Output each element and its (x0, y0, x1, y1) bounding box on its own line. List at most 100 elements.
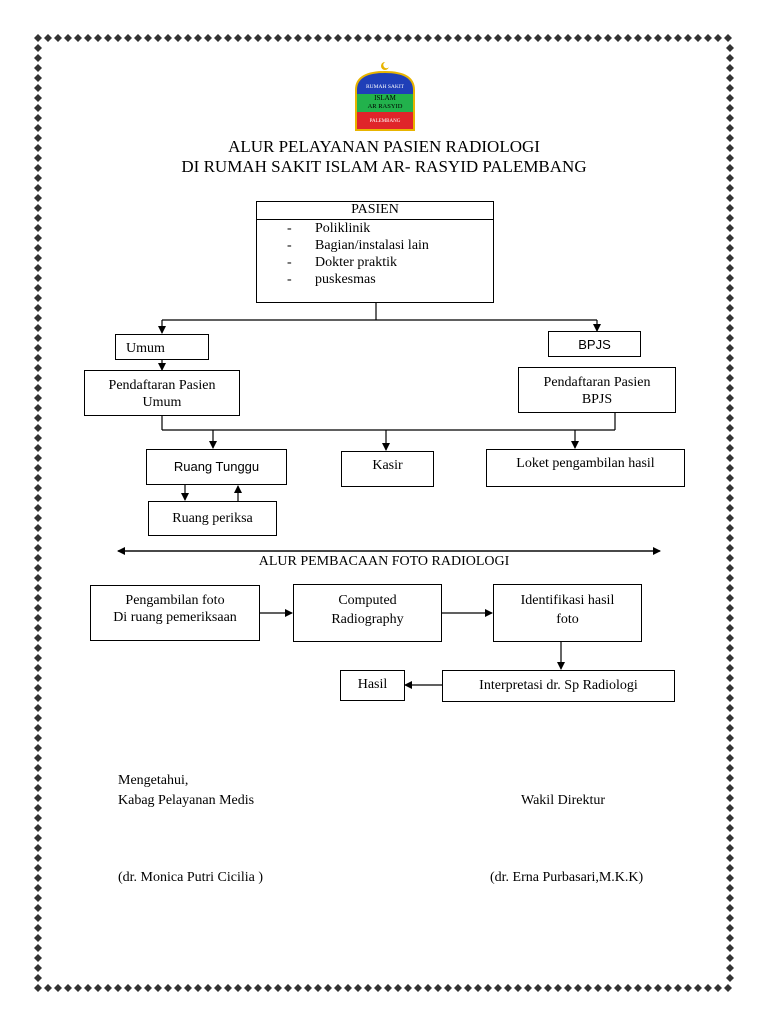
border-diamond (114, 984, 122, 992)
border-diamond (34, 974, 42, 982)
hospital-logo: RUMAH SAKIT ISLAM AR RASYID PALEMBANG (355, 61, 415, 131)
border-diamond (34, 74, 42, 82)
hasil-box: Hasil (340, 670, 405, 701)
border-diamond (726, 444, 734, 452)
border-diamond (726, 314, 734, 322)
border-diamond (726, 864, 734, 872)
border-diamond (34, 534, 42, 542)
border-diamond (726, 244, 734, 252)
border-diamond (34, 894, 42, 902)
border-diamond (34, 744, 42, 752)
border-diamond (726, 124, 734, 132)
border-diamond (544, 984, 552, 992)
border-diamond (54, 34, 62, 42)
border-diamond (324, 984, 332, 992)
border-diamond (54, 984, 62, 992)
border-diamond (34, 494, 42, 502)
border-diamond (554, 984, 562, 992)
border-diamond (34, 454, 42, 462)
border-diamond (726, 694, 734, 702)
border-diamond (34, 964, 42, 972)
border-diamond (726, 274, 734, 282)
border-diamond (34, 544, 42, 552)
border-diamond (726, 254, 734, 262)
border-diamond (34, 94, 42, 102)
border-diamond (374, 984, 382, 992)
border-diamond (384, 984, 392, 992)
border-diamond (454, 984, 462, 992)
border-diamond (354, 984, 362, 992)
border-diamond (34, 844, 42, 852)
border-diamond (726, 844, 734, 852)
border-diamond (704, 984, 712, 992)
border-diamond (164, 34, 172, 42)
border-diamond (726, 184, 734, 192)
border-diamond (624, 34, 632, 42)
border-diamond (726, 714, 734, 722)
pendaftaran-umum-line2: Umum (142, 395, 182, 410)
border-diamond (726, 94, 734, 102)
border-diamond (614, 984, 622, 992)
logo-text-2: ISLAM (374, 94, 397, 102)
border-diamond (726, 754, 734, 762)
border-diamond (34, 404, 42, 412)
border-diamond (544, 34, 552, 42)
computed-line1: Computed (338, 593, 397, 608)
loket-label: Loket pengambilan hasil (516, 456, 655, 471)
page-title-line2: DI RUMAH SAKIT ISLAM AR- RASYID PALEMBAN… (181, 157, 587, 176)
border-diamond (714, 984, 722, 992)
border-diamond (726, 784, 734, 792)
border-diamond (726, 404, 734, 412)
border-diamond (726, 454, 734, 462)
border-diamond (154, 984, 162, 992)
border-diamond (34, 934, 42, 942)
border-diamond (194, 984, 202, 992)
border-diamond (294, 34, 302, 42)
border-diamond (274, 34, 282, 42)
border-diamond (726, 74, 734, 82)
border-diamond (726, 834, 734, 842)
border-diamond (34, 634, 42, 642)
border-diamond (726, 294, 734, 302)
umum-box: Umum (115, 334, 209, 360)
border-diamond (534, 34, 542, 42)
border-diamond (726, 464, 734, 472)
pendaftaran-bpjs-line1: Pendaftaran Pasien (543, 375, 651, 390)
border-diamond (34, 334, 42, 342)
list-item: Dokter praktik (287, 254, 493, 271)
identifikasi-line1: Identifikasi hasil (520, 593, 615, 608)
loket-box: Loket pengambilan hasil (486, 449, 685, 487)
border-diamond (726, 684, 734, 692)
border-diamond (34, 604, 42, 612)
border-diamond (344, 984, 352, 992)
border-diamond (34, 274, 42, 282)
border-diamond (684, 34, 692, 42)
border-diamond (84, 34, 92, 42)
border-diamond (34, 114, 42, 122)
border-diamond (726, 674, 734, 682)
border-diamond (726, 744, 734, 752)
border-diamond (624, 984, 632, 992)
border-diamond (34, 174, 42, 182)
border-diamond (394, 34, 402, 42)
border-diamond (726, 174, 734, 182)
border-diamond (324, 34, 332, 42)
page-title-line1: ALUR PELAYANAN PASIEN RADIOLOGI (228, 137, 540, 156)
border-diamond (726, 884, 734, 892)
border-diamond (34, 474, 42, 482)
border-diamond (724, 984, 732, 992)
border-diamond (726, 614, 734, 622)
border-diamond (464, 984, 472, 992)
border-diamond (726, 414, 734, 422)
border-diamond (726, 564, 734, 572)
border-diamond (726, 234, 734, 242)
border-diamond (484, 984, 492, 992)
border-diamond (726, 134, 734, 142)
border-diamond (584, 984, 592, 992)
border-diamond (34, 424, 42, 432)
border-diamond (434, 34, 442, 42)
border-diamond (34, 84, 42, 92)
border-diamond (726, 214, 734, 222)
border-diamond (34, 484, 42, 492)
border-diamond (714, 34, 722, 42)
